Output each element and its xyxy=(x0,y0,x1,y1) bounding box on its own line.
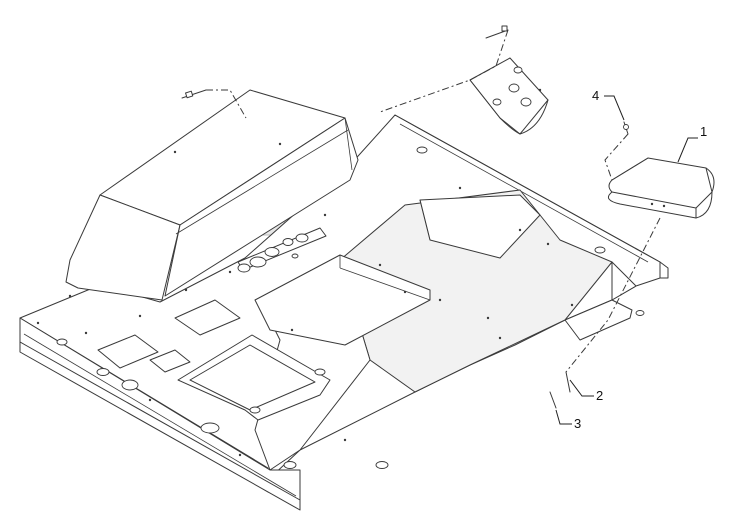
callout-label-4: 4 xyxy=(592,88,599,103)
callout-label-3: 3 xyxy=(574,416,581,431)
gauge-plate xyxy=(237,227,327,273)
fasteners xyxy=(181,25,629,409)
assembly-lines xyxy=(206,29,661,373)
part-shield xyxy=(607,157,715,219)
tunnel-cover xyxy=(65,89,359,301)
callout-label-1: 1 xyxy=(700,124,707,139)
floor-plate xyxy=(19,114,669,511)
callouts: 1 4 2 3 xyxy=(555,88,707,431)
rear-bracket xyxy=(469,57,549,135)
callout-label-2: 2 xyxy=(596,388,603,403)
